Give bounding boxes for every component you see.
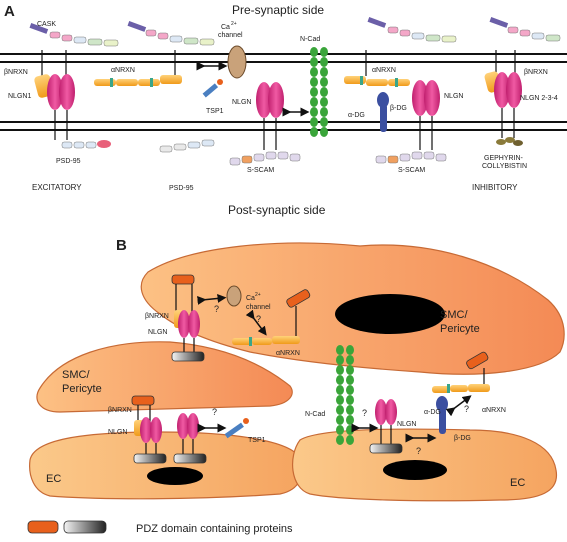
smc-top-label-2: Pericyte bbox=[440, 323, 480, 335]
dystroglycan-b bbox=[436, 396, 448, 434]
adg-b-label: α-DG bbox=[424, 409, 441, 416]
anrxn-mid-label: αNRXN bbox=[276, 350, 300, 357]
ca-channel-b-label-sup: 2+ bbox=[255, 292, 261, 298]
ca-channel-a-label-2: channel bbox=[218, 32, 243, 39]
nlgn-right-b bbox=[369, 399, 403, 454]
cask-scaffold-center bbox=[127, 21, 215, 46]
smc-top-label-1: SMC/ bbox=[440, 309, 468, 321]
psd95-left-label: PSD-95 bbox=[56, 158, 81, 165]
pdz-smc-mid bbox=[286, 289, 311, 308]
inhibitory-label: INHIBITORY bbox=[472, 183, 518, 192]
anrxn-right-b-label: αNRXN bbox=[482, 407, 506, 414]
q-tsp1: ? bbox=[212, 407, 217, 417]
nlgn-left-b-label: NLGN bbox=[108, 429, 127, 436]
q-ncad: ? bbox=[362, 408, 367, 418]
cask-scaffold-right bbox=[367, 17, 457, 43]
ca-channel-b bbox=[226, 285, 242, 307]
anrxn-right-b bbox=[432, 384, 490, 393]
nlgn234-label: NLGN 2-3-4 bbox=[520, 95, 558, 102]
sscam-right-label: S-SCAM bbox=[398, 167, 425, 174]
postsynaptic-membrane bbox=[0, 121, 567, 131]
smc-pericyte-left bbox=[36, 341, 293, 413]
sscam-scaffold-right bbox=[375, 151, 447, 164]
nlgn-right-label: NLGN bbox=[444, 93, 463, 100]
anrxn-left bbox=[94, 50, 182, 87]
smc-top-nucleus bbox=[335, 294, 445, 334]
gephyrin-label-1: GEPHYRIN- bbox=[484, 155, 524, 162]
ncad-b-label: N-Cad bbox=[305, 411, 325, 418]
panel-b-letter: B bbox=[116, 237, 127, 254]
ncad-a bbox=[310, 47, 328, 137]
panel-a-title: Pre-synaptic side bbox=[232, 3, 324, 17]
ec-right-label: EC bbox=[510, 477, 525, 489]
psd95-scaffold-left bbox=[61, 140, 111, 149]
tsp1-b-label: TSP1 bbox=[248, 437, 266, 444]
panel-a-letter: A bbox=[4, 3, 15, 20]
legend-swatch-grey bbox=[63, 520, 107, 534]
nlgn-right-complex bbox=[412, 80, 440, 150]
ca-channel-b-label-1: Ca bbox=[246, 295, 255, 302]
anrxn-left-label: αNRXN bbox=[111, 67, 135, 74]
tsp1-a-label: TSP1 bbox=[206, 108, 224, 115]
ec-left-label: EC bbox=[46, 473, 61, 485]
tsp1-a bbox=[202, 79, 223, 98]
ec-left-nucleus bbox=[147, 467, 203, 485]
bnrxn-left-label: βNRXN bbox=[4, 69, 28, 76]
bnrxn-nlgn234-complex bbox=[484, 50, 523, 146]
smc-bnrxn-nlgn-top bbox=[171, 274, 205, 362]
nlgn1-label: NLGN1 bbox=[8, 93, 31, 100]
pdz-smc-right bbox=[466, 351, 489, 370]
psd95-bottom-label: PSD-95 bbox=[169, 185, 194, 192]
smc-left-label-1: SMC/ bbox=[62, 369, 90, 381]
gephyrin-label-2: COLLYBISTIN bbox=[482, 163, 527, 170]
cask-label: CASK bbox=[37, 21, 56, 28]
q-ca: ? bbox=[214, 304, 219, 314]
bdg-a-label: β-DG bbox=[390, 105, 407, 112]
smc-bnrxn-nlgn-left bbox=[131, 395, 167, 464]
legend-swatch-orange bbox=[27, 520, 59, 534]
q-anrxn-mid: ? bbox=[256, 314, 261, 324]
excitatory-label: EXCITATORY bbox=[32, 183, 82, 192]
panel-a-bottom-title: Post-synaptic side bbox=[228, 203, 326, 217]
presynaptic-membrane bbox=[0, 53, 567, 63]
anrxn-right bbox=[344, 50, 410, 87]
ca-channel-a bbox=[227, 45, 247, 79]
sscam-scaffold-left bbox=[229, 151, 301, 166]
q-nlgn-dg: ? bbox=[416, 446, 421, 456]
legend: PDZ domain containing proteins bbox=[27, 520, 293, 535]
cask-scaffold-left bbox=[29, 23, 119, 47]
bnrxn-right-label: βNRXN bbox=[524, 69, 548, 76]
anrxn-mid bbox=[232, 336, 300, 346]
dg-anrxn-arrow bbox=[445, 395, 472, 417]
nlgn-tsp1-complex bbox=[173, 413, 249, 464]
bdg-b-label: β-DG bbox=[454, 435, 471, 442]
ca-channel-a-label-sup: 2+ bbox=[231, 21, 237, 27]
nlgn-mid-complex bbox=[256, 82, 284, 150]
bnrxn-left-b-label: βNRXN bbox=[108, 407, 132, 414]
adg-a-label: α-DG bbox=[348, 112, 365, 119]
nlgn-top-label: NLGN bbox=[148, 329, 167, 336]
bnrxn-top-label: βNRXN bbox=[145, 313, 169, 320]
ca-channel-b-label-2: channel bbox=[246, 304, 271, 311]
psd95-scaffold-mid bbox=[159, 139, 215, 153]
legend-text: PDZ domain containing proteins bbox=[136, 523, 293, 535]
nlgn-right-b-label: NLGN bbox=[397, 421, 416, 428]
ca-channel-a-label-1: Ca bbox=[221, 24, 230, 31]
cask-scaffold-far-right bbox=[489, 17, 561, 42]
ncad-a-label: N-Cad bbox=[300, 36, 320, 43]
smc-left-label-2: Pericyte bbox=[62, 383, 102, 395]
sscam-left-label: S-SCAM bbox=[247, 167, 274, 174]
ec-right-nucleus bbox=[383, 460, 447, 480]
bnrxn-nlgn1-complex bbox=[34, 50, 75, 140]
q-dg: ? bbox=[464, 404, 469, 414]
anrxn-mid-arrow bbox=[245, 309, 267, 336]
ncad-b bbox=[336, 345, 354, 445]
dystroglycan-a bbox=[377, 92, 389, 132]
anrxn-right-label: αNRXN bbox=[372, 67, 396, 74]
nlgn-mid-label: NLGN bbox=[232, 99, 251, 106]
ca-arrow-b bbox=[197, 293, 227, 305]
